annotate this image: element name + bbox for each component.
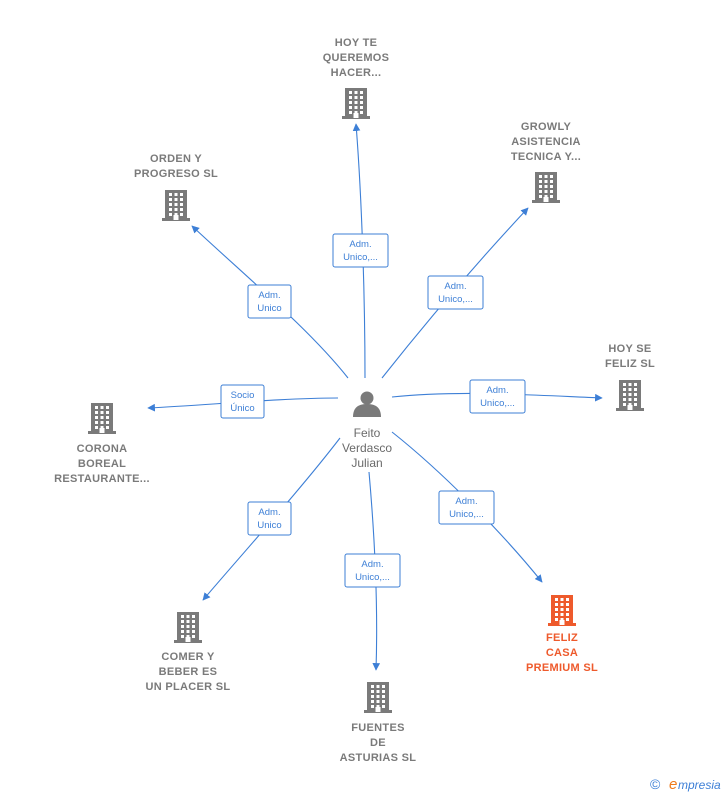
- company-node-feliz-casa[interactable]: FELIZ CASA PREMIUM SL: [526, 595, 598, 674]
- company-label-line-1: HOY TE: [335, 37, 378, 49]
- company-label-line-2: BEBER ES: [159, 666, 218, 678]
- company-label-line-3: RESTAURANTE...: [54, 473, 150, 485]
- company-label-line-1: CORONA: [77, 443, 128, 455]
- role-label-comer-beber[interactable]: Adm. Unico: [247, 501, 292, 536]
- company-label-line-3: ASTURIAS SL: [340, 752, 417, 764]
- role-text-line-1: Adm.: [444, 281, 466, 292]
- edge-comer-beber: Adm. Unico: [202, 437, 341, 601]
- role-label-growly[interactable]: Adm. Unico,...: [427, 275, 484, 310]
- edges-layer: Adm.Unico,...Adm.Unico,...Adm.UnicoAdm.U…: [147, 123, 603, 671]
- company-node-comer-beber[interactable]: COMER Y BEBER ES UN PLACER SL: [146, 612, 231, 693]
- footer-brand[interactable]: © e mpresia: [650, 776, 721, 793]
- company-node-growly[interactable]: GROWLY ASISTENCIA TECNICA Y...: [511, 121, 581, 203]
- company-label-line-1: COMER Y: [161, 651, 215, 663]
- company-label-line-1: FUENTES: [351, 722, 404, 734]
- role-text-line-2: Único: [230, 403, 254, 414]
- brand-name: mpresia: [678, 778, 721, 792]
- building-icon: [342, 88, 370, 119]
- role-text-line-2: Unico,...: [343, 252, 378, 263]
- role-box: [220, 384, 265, 419]
- edge-fuentes-asturias: Adm. Unico,...: [344, 471, 401, 671]
- edge-orden-progreso: Adm. Unico: [191, 225, 349, 379]
- company-label-line-2: FELIZ SL: [605, 358, 655, 370]
- company-label-line-2: PROGRESO SL: [134, 168, 218, 180]
- company-label-line-3: TECNICA Y...: [511, 151, 581, 163]
- role-text-line-2: Unico,...: [480, 398, 515, 409]
- company-label-line-2: DE: [370, 737, 386, 749]
- role-text-line-1: Adm.: [258, 507, 280, 518]
- company-label-line-3: UN PLACER SL: [146, 681, 231, 693]
- role-label-feliz-casa[interactable]: Adm. Unico,...: [438, 490, 495, 525]
- edge-hoy-se-feliz: Adm. Unico,...: [391, 379, 603, 414]
- role-label-hoy-te-queremos[interactable]: Adm. Unico,...: [332, 233, 389, 268]
- role-label-fuentes-asturias[interactable]: Adm. Unico,...: [344, 553, 401, 588]
- center-node[interactable]: Feito Verdasco Julian: [342, 391, 392, 471]
- role-text-line-1: Adm.: [258, 290, 280, 301]
- building-icon: [88, 403, 116, 434]
- building-icon: [174, 612, 202, 643]
- nodes-layer: HOY TE QUEREMOS HACER... GROWLY ASISTENCIA TE…: [54, 37, 655, 764]
- company-label-line-1: ORDEN Y: [150, 153, 202, 165]
- role-text-line-1: Adm.: [455, 496, 477, 507]
- edge-growly: Adm. Unico,...: [381, 207, 529, 379]
- company-label-line-2: ASISTENCIA: [511, 136, 581, 148]
- company-label-line-2: CASA: [546, 647, 578, 659]
- role-text-line-1: Adm.: [361, 559, 383, 570]
- company-label-line-2: BOREAL: [78, 458, 126, 470]
- role-box: [438, 490, 495, 525]
- edge-hoy-te-queremos: Adm. Unico,...: [332, 123, 389, 379]
- role-box: [344, 553, 401, 588]
- company-node-hoy-se-feliz[interactable]: HOY SE FELIZ SL: [605, 343, 655, 411]
- company-label-line-3: PREMIUM SL: [526, 662, 598, 674]
- company-label-line-2: QUEREMOS: [323, 52, 390, 64]
- role-box: [247, 501, 292, 536]
- company-node-fuentes-asturias[interactable]: FUENTES DE ASTURIAS SL: [340, 682, 417, 764]
- company-node-hoy-te-queremos[interactable]: HOY TE QUEREMOS HACER...: [323, 37, 390, 119]
- company-node-corona-boreal[interactable]: CORONA BOREAL RESTAURANTE...: [54, 403, 150, 485]
- building-icon: [548, 595, 576, 626]
- brand-initial: e: [669, 776, 677, 793]
- role-text-line-1: Adm.: [486, 385, 508, 396]
- role-box: [469, 379, 526, 414]
- role-text-line-2: Unico,...: [355, 572, 390, 583]
- building-icon: [162, 190, 190, 221]
- role-text-line-1: Socio: [231, 390, 255, 401]
- person-icon: [353, 391, 381, 417]
- company-label-line-1: HOY SE: [608, 343, 651, 355]
- building-icon: [364, 682, 392, 713]
- edge-feliz-casa: Adm. Unico,...: [391, 431, 543, 583]
- company-node-orden-progreso[interactable]: ORDEN Y PROGRESO SL: [134, 153, 218, 221]
- center-label-line-1: Feito: [354, 426, 381, 440]
- company-label-line-3: HACER...: [331, 67, 382, 79]
- building-icon: [532, 172, 560, 203]
- building-icon: [616, 380, 644, 411]
- role-text-line-1: Adm.: [349, 239, 371, 250]
- role-text-line-2: Unico: [257, 303, 281, 314]
- company-label-line-1: FELIZ: [546, 632, 578, 644]
- role-box: [332, 233, 389, 268]
- role-box: [247, 284, 292, 319]
- center-label-line-2: Verdasco: [342, 441, 392, 455]
- role-text-line-2: Unico,...: [438, 294, 473, 305]
- role-box: [427, 275, 484, 310]
- copyright-symbol: ©: [650, 776, 661, 792]
- role-text-line-2: Unico,...: [449, 509, 484, 520]
- center-label-line-3: Julian: [351, 456, 382, 470]
- company-label-line-1: GROWLY: [521, 121, 572, 133]
- role-label-orden-progreso[interactable]: Adm. Unico: [247, 284, 292, 319]
- role-label-hoy-se-feliz[interactable]: Adm. Unico,...: [469, 379, 526, 414]
- role-text-line-2: Unico: [257, 520, 281, 531]
